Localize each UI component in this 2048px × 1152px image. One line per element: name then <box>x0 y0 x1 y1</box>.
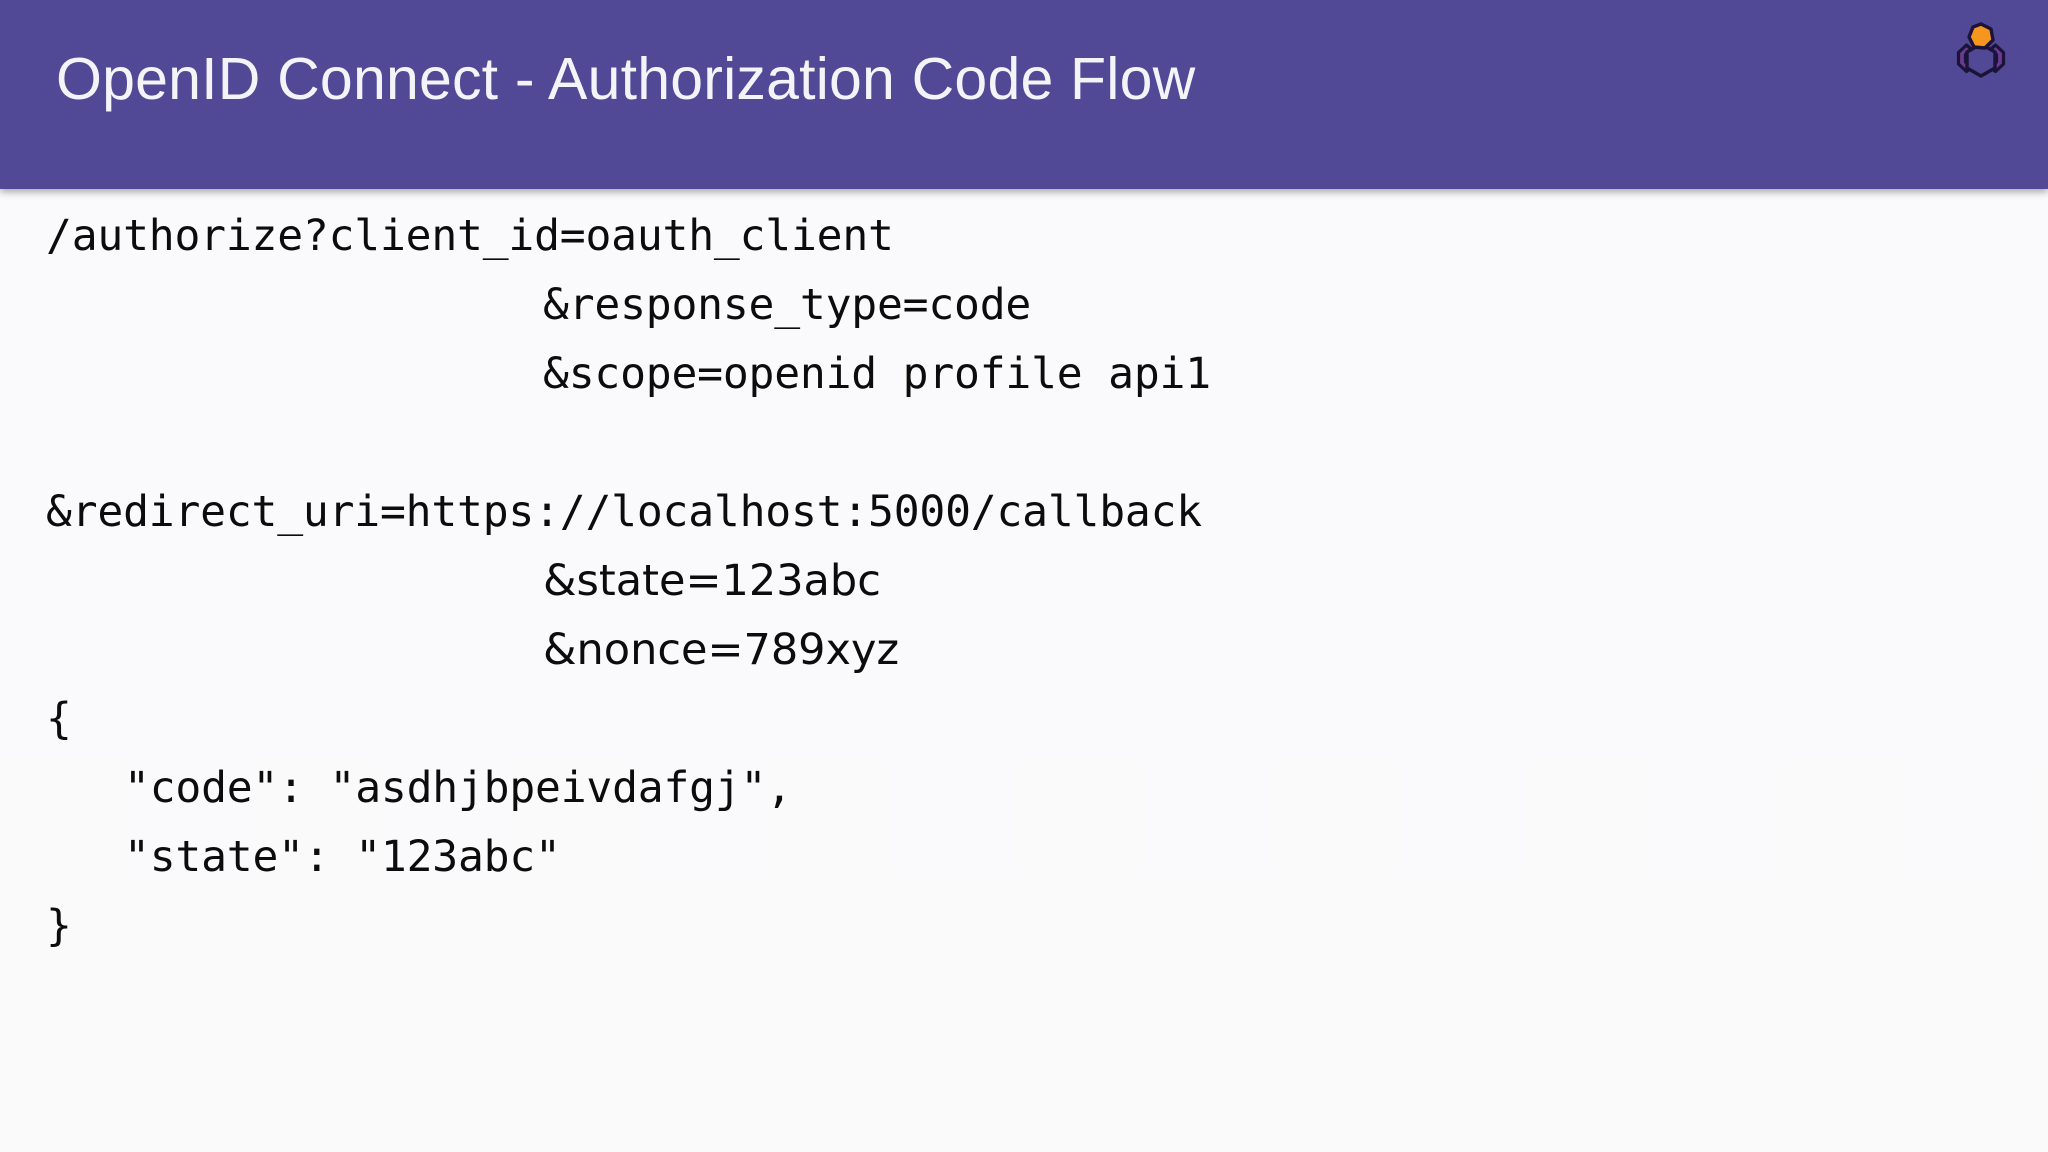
code-line: &redirect_uri=https://localhost:5000/cal… <box>46 487 1202 537</box>
json-line: "state": "123abc" <box>124 832 561 882</box>
code-line: &state=123abc <box>543 556 881 606</box>
json-line: } <box>46 901 72 951</box>
code-block: /authorize?client_id=oauth_client &respo… <box>46 202 2006 961</box>
code-line: &nonce=789xyz <box>543 625 900 675</box>
identity-person-icon <box>1944 18 2018 92</box>
code-line: &response_type=code <box>543 280 1032 330</box>
code-line-blank <box>46 409 2006 478</box>
page-title: OpenID Connect - Authorization Code Flow <box>56 46 1196 112</box>
code-line: &scope=openid profile api1 <box>543 349 1211 399</box>
code-line: /authorize?client_id=oauth_client <box>46 211 894 261</box>
json-line: { <box>46 694 72 744</box>
slide-content: /authorize?client_id=oauth_client &respo… <box>0 189 2048 1152</box>
json-line: "code": "asdhjbpeivdafgj", <box>124 763 792 813</box>
slide-header: OpenID Connect - Authorization Code Flow <box>0 0 2048 189</box>
